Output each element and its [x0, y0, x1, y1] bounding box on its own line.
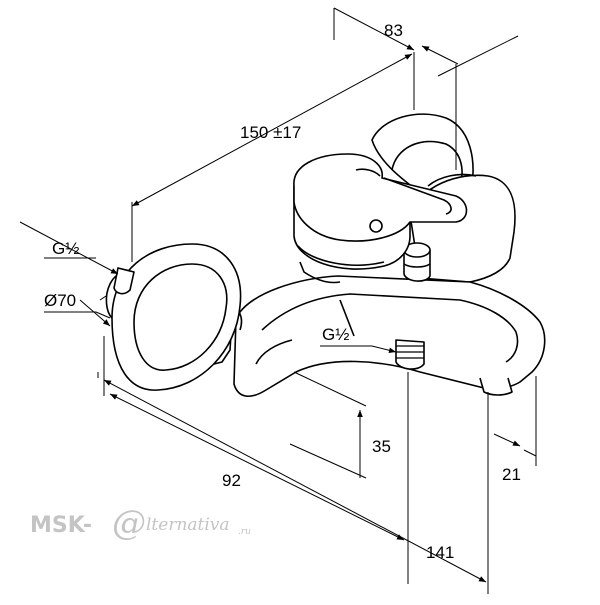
thread-stub — [113, 267, 135, 295]
dim-line-83a — [333, 7, 415, 51]
dim-line-150 — [131, 53, 413, 207]
dim-label-92: 92 — [222, 471, 241, 490]
faucet-outline — [105, 113, 546, 397]
watermark-left: MSK- — [30, 513, 92, 538]
ext-83-right — [437, 35, 519, 77]
spout — [233, 275, 546, 397]
dim-label-thread-spout: G½ — [322, 325, 349, 344]
dim-line-21a — [493, 433, 521, 447]
leader-diameter-arrow — [79, 299, 111, 327]
dim-label-21: 21 — [502, 465, 521, 484]
ext-35-bottom — [289, 443, 367, 479]
dim-label-83: 83 — [384, 21, 403, 40]
diverter-knob — [403, 242, 431, 282]
leader-diameter — [95, 311, 111, 319]
watermark-at: @ — [112, 503, 146, 543]
dim-line-21b — [523, 449, 537, 457]
dimension-lines — [19, 7, 537, 594]
watermark-tld: .ru — [238, 527, 251, 537]
dim-label-150: 150 ±17 — [240, 123, 301, 142]
leader-thread-spout — [371, 345, 397, 354]
dim-line-83b — [421, 45, 459, 65]
watermark-right: lternativa — [146, 515, 230, 535]
dim-line-141 — [103, 379, 487, 583]
wall-rosette — [105, 243, 242, 391]
dimension-labels: 83 150 ±17 G½ Ø70 G½ 35 92 21 141 — [44, 21, 521, 562]
spout-aerator — [479, 377, 513, 396]
dim-label-thread-left: G½ — [52, 239, 79, 258]
dim-label-diameter: Ø70 — [44, 291, 76, 310]
leader-diameter-top — [99, 295, 107, 301]
dim-label-141: 141 — [426, 543, 454, 562]
hand-shower-connection — [395, 339, 425, 370]
ext-35-top — [293, 371, 367, 407]
dim-label-35: 35 — [372, 437, 391, 456]
leader-thread-left — [19, 221, 119, 275]
watermark: MSK- @ lternativa .ru — [30, 503, 251, 543]
